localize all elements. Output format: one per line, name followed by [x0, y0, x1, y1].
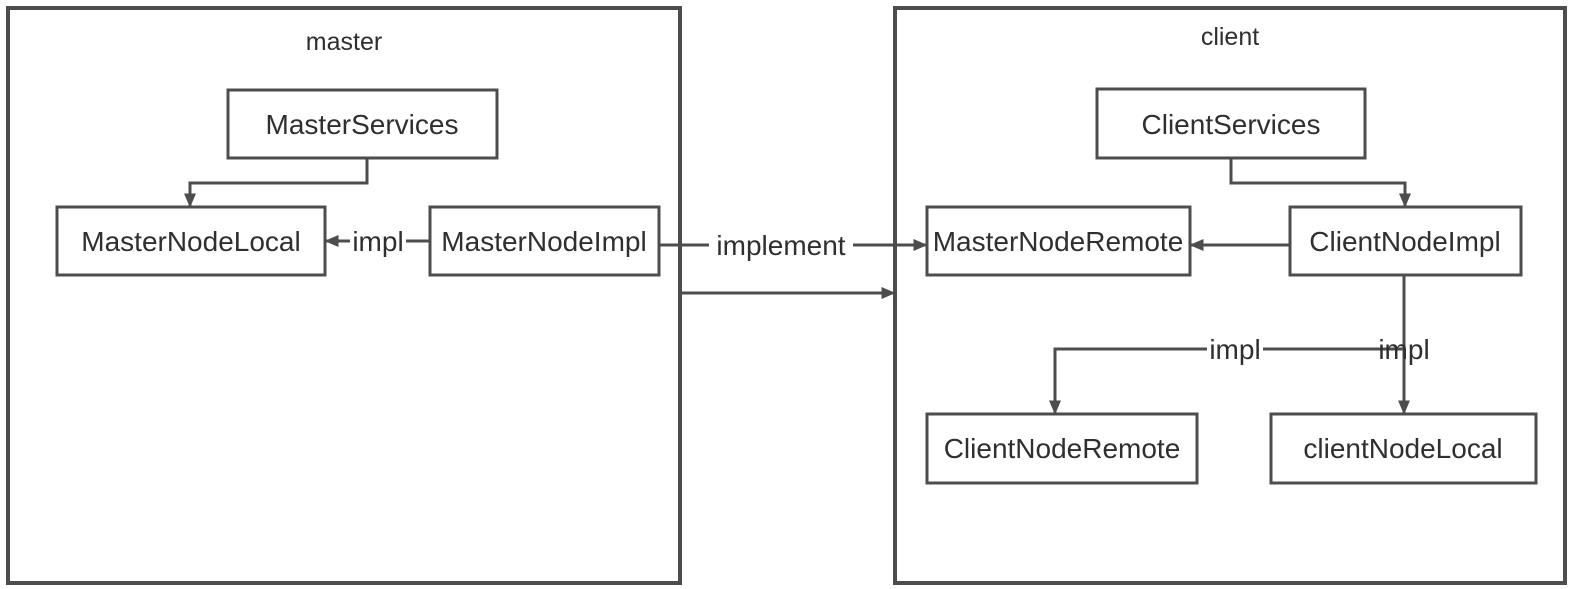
master-node-impl-label: MasterNodeImpl: [441, 226, 646, 257]
master-container-title: master: [306, 28, 382, 56]
client-container-title: client: [1201, 23, 1259, 51]
node-client-services: ClientServices: [1095, 87, 1367, 160]
node-master-node-remote: MasterNodeRemote: [925, 205, 1192, 277]
node-client-node-remote: ClientNodeRemote: [925, 412, 1199, 485]
node-master-node-impl: MasterNodeImpl: [428, 205, 661, 277]
master-services-box: [226, 88, 499, 160]
node-client-node-impl: ClientNodeImpl: [1288, 205, 1523, 277]
client-services-label: ClientServices: [1142, 109, 1321, 140]
client-node-impl-box: [1288, 205, 1523, 277]
edge-label-implement: implement: [716, 230, 845, 261]
master-node-remote-label: MasterNodeRemote: [933, 226, 1184, 257]
implement-label-bg: [709, 227, 853, 262]
client-node-local-label: clientNodeLocal: [1303, 433, 1502, 464]
impl-label-remote-bg: [1207, 332, 1263, 365]
master-node-impl-box: [428, 205, 661, 277]
edge-label-impl-clientnodelocal: impl: [1378, 334, 1429, 365]
master-services-label: MasterServices: [266, 109, 459, 140]
master-node-local-label: MasterNodeLocal: [81, 226, 300, 257]
node-master-services: MasterServices: [226, 88, 499, 160]
impl-label-bg: [350, 224, 406, 257]
client-node-remote-box: [925, 412, 1199, 485]
edge-masterservices-to-masternodelocal: [184, 158, 369, 208]
edge-clientservices-to-clientnodeimpl: [1229, 158, 1411, 208]
client-node-local-box: [1269, 412, 1538, 485]
edge-label-impl-master: impl: [352, 226, 403, 257]
client-node-remote-label: ClientNodeRemote: [944, 433, 1181, 464]
client-node-impl-label: ClientNodeImpl: [1309, 226, 1500, 257]
master-node-local-box: [55, 205, 327, 277]
edge-label-impl-clientnoderemote: impl: [1209, 334, 1260, 365]
client-services-box: [1095, 87, 1367, 160]
node-client-node-local: clientNodeLocal: [1269, 412, 1538, 485]
node-master-node-local: MasterNodeLocal: [55, 205, 327, 277]
master-node-remote-box: [925, 205, 1192, 277]
